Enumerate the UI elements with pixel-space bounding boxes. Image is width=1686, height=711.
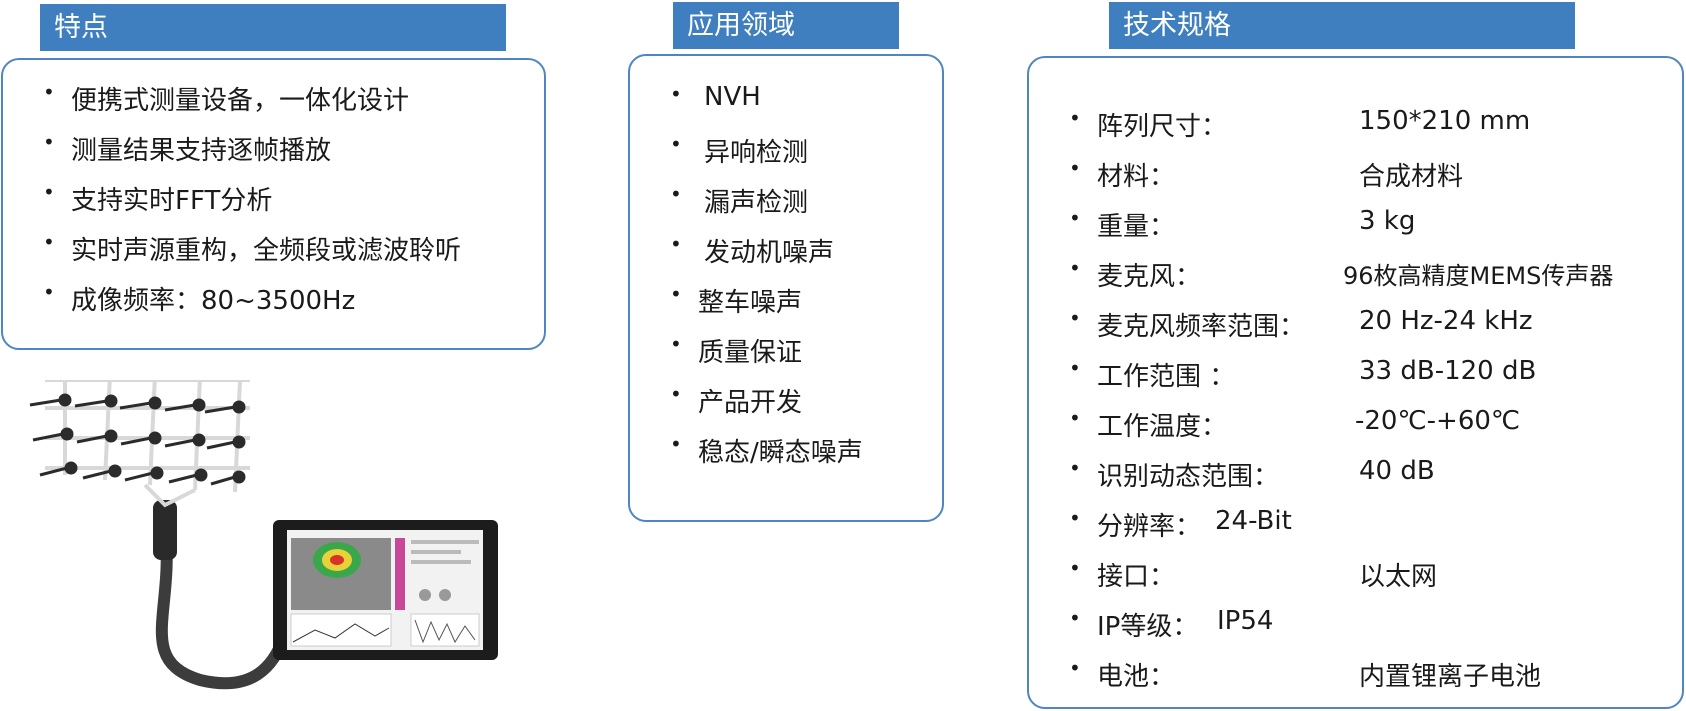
- spec-value: 24-Bit: [1215, 506, 1292, 536]
- applications-title: 应用领域: [673, 2, 899, 49]
- spec-label: IP等级：: [1097, 612, 1199, 642]
- spec-label: 工作温度：: [1097, 412, 1228, 442]
- spec-label: 接口：: [1097, 562, 1176, 592]
- applications-item: 异响检测: [670, 132, 863, 182]
- features-item: 便携式测量设备，一体化设计: [43, 80, 461, 130]
- features-item: 实时声源重构，全频段或滤波聆听: [43, 230, 461, 280]
- device-image: [29, 380, 498, 690]
- applications-list: NVH 异响检测 漏声检测 发动机噪声 整车噪声 质量保证 产品开发 稳态/瞬态…: [670, 82, 863, 482]
- applications-item: NVH: [670, 82, 863, 132]
- spec-label: 分辨率：: [1097, 512, 1202, 542]
- applications-item: 整车噪声: [670, 282, 863, 332]
- features-item: 支持实时FFT分析: [43, 180, 461, 230]
- applications-box: NVH 异响检测 漏声检测 发动机噪声 整车噪声 质量保证 产品开发 稳态/瞬态…: [628, 54, 944, 522]
- array-frame: [45, 380, 250, 508]
- spec-value: -20℃-+60℃: [1355, 406, 1521, 436]
- applications-item: 漏声检测: [670, 182, 863, 232]
- spec-value: 内置锂离子电池: [1359, 662, 1542, 692]
- array-handle: [153, 500, 177, 560]
- features-item: 成像频率：80~3500Hz: [43, 280, 461, 330]
- spec-label: 材料：: [1097, 162, 1176, 192]
- spec-label: 麦克风：: [1097, 262, 1202, 292]
- spec-label: 识别动态范围：: [1097, 462, 1280, 492]
- spec-label: 阵列尺寸：: [1097, 112, 1228, 142]
- specs-title: 技术规格: [1109, 2, 1575, 49]
- spec-value: 合成材料: [1359, 162, 1464, 192]
- features-item: 测量结果支持逐帧播放: [43, 130, 461, 180]
- features-title: 特点: [40, 4, 506, 51]
- features-box: 便携式测量设备，一体化设计 测量结果支持逐帧播放 支持实时FFT分析 实时声源重…: [1, 58, 546, 350]
- features-list: 便携式测量设备，一体化设计 测量结果支持逐帧播放 支持实时FFT分析 实时声源重…: [43, 80, 461, 330]
- spec-label: 麦克风频率范围：: [1097, 312, 1306, 342]
- tablet: [273, 520, 498, 660]
- spec-value: 20 Hz-24 kHz: [1359, 306, 1533, 336]
- spec-value: 以太网: [1359, 562, 1438, 592]
- applications-item: 发动机噪声: [670, 232, 863, 282]
- applications-item: 产品开发: [670, 382, 863, 432]
- applications-item: 稳态/瞬态噪声: [670, 432, 863, 482]
- applications-item: 质量保证: [670, 332, 863, 382]
- spec-value: 96枚高精度MEMS传声器: [1343, 262, 1614, 290]
- spec-value: IP54: [1217, 606, 1274, 636]
- spec-value: 40 dB: [1359, 456, 1435, 486]
- cable: [155, 524, 293, 690]
- spec-value: 33 dB-120 dB: [1359, 356, 1537, 386]
- spec-value: 150*210 mm: [1359, 106, 1531, 136]
- spec-label: 重量：: [1097, 212, 1176, 242]
- spec-label: 工作范围 ：: [1097, 362, 1236, 392]
- spec-value: 3 kg: [1359, 206, 1416, 236]
- specs-box: 阵列尺寸： 150*210 mm 材料： 合成材料 重量： 3 kg 麦克风： …: [1027, 56, 1684, 709]
- spec-label: 电池：: [1097, 662, 1176, 692]
- microphones: [29, 393, 246, 486]
